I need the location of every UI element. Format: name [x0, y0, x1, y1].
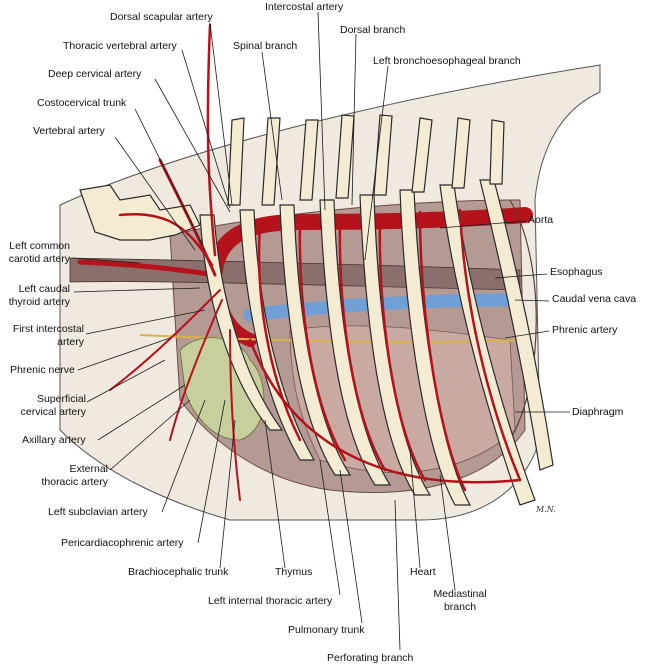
label-pulmonary-trunk: Pulmonary trunk	[288, 624, 365, 636]
label-mediastinal-branch: Mediastinal branch	[433, 588, 487, 613]
carotid-vessel	[77, 259, 218, 278]
label-caudal-vena-cava: Caudal vena cava	[552, 293, 637, 305]
label-spinal-branch: Spinal branch	[233, 40, 298, 52]
label-phrenic-nerve: Phrenic nerve	[10, 364, 75, 376]
label-heart: Heart	[410, 566, 436, 578]
label-diaphragm: Diaphragm	[572, 406, 624, 418]
diaphragm-edge	[509, 199, 537, 441]
thoracic-spines	[227, 114, 505, 206]
internal-thoracic-vessel	[248, 338, 522, 484]
label-axillary-artery: Axillary artery	[22, 434, 86, 446]
label-esophagus: Esophagus	[550, 266, 603, 278]
label-dorsal-branch: Dorsal branch	[340, 24, 406, 36]
label-aorta: Aorta	[528, 214, 554, 226]
aorta-vessel	[207, 207, 533, 278]
label-left-caudal-thyroid-artery: Left caudal thyroid artery	[8, 283, 70, 308]
label-dorsal-scapular-artery: Dorsal scapular artery	[110, 11, 213, 23]
label-thymus: Thymus	[275, 566, 313, 578]
leader-lines	[71, 11, 570, 651]
label-left-bronchoesophageal-branch: Left bronchoesophageal branch	[373, 55, 521, 67]
label-first-intercostal-artery: First intercostal artery	[12, 323, 84, 348]
label-perforating-branch: Perforating branch	[327, 652, 414, 664]
label-external-thoracic-artery: External thoracic artery	[41, 463, 108, 488]
cervical-vertebrae	[79, 184, 201, 241]
label-left-internal-thoracic-artery: Left internal thoracic artery	[208, 595, 333, 607]
illustrator-signature: M.N.	[535, 505, 556, 514]
label-superficial-cervical-artery: Superficial cervical artery	[20, 393, 86, 418]
label-phrenic-artery: Phrenic artery	[552, 324, 618, 336]
label-vertebral-artery: Vertebral artery	[33, 125, 105, 137]
label-left-common-carotid-artery: Left common carotid artery	[8, 240, 70, 265]
label-costocervical-trunk: Costocervical trunk	[37, 97, 127, 109]
label-left-subclavian-artery: Left subclavian artery	[48, 506, 148, 518]
label-brachiocephalic-trunk: Brachiocephalic trunk	[128, 566, 229, 578]
label-intercostal-artery: Intercostal artery	[265, 1, 344, 13]
label-thoracic-vertebral-artery: Thoracic vertebral artery	[63, 40, 177, 52]
intercostal-arteries	[257, 208, 522, 492]
label-deep-cervical-artery: Deep cervical artery	[48, 68, 142, 80]
label-pericardiacophrenic-artery: Pericardiacophrenic artery	[61, 537, 184, 549]
